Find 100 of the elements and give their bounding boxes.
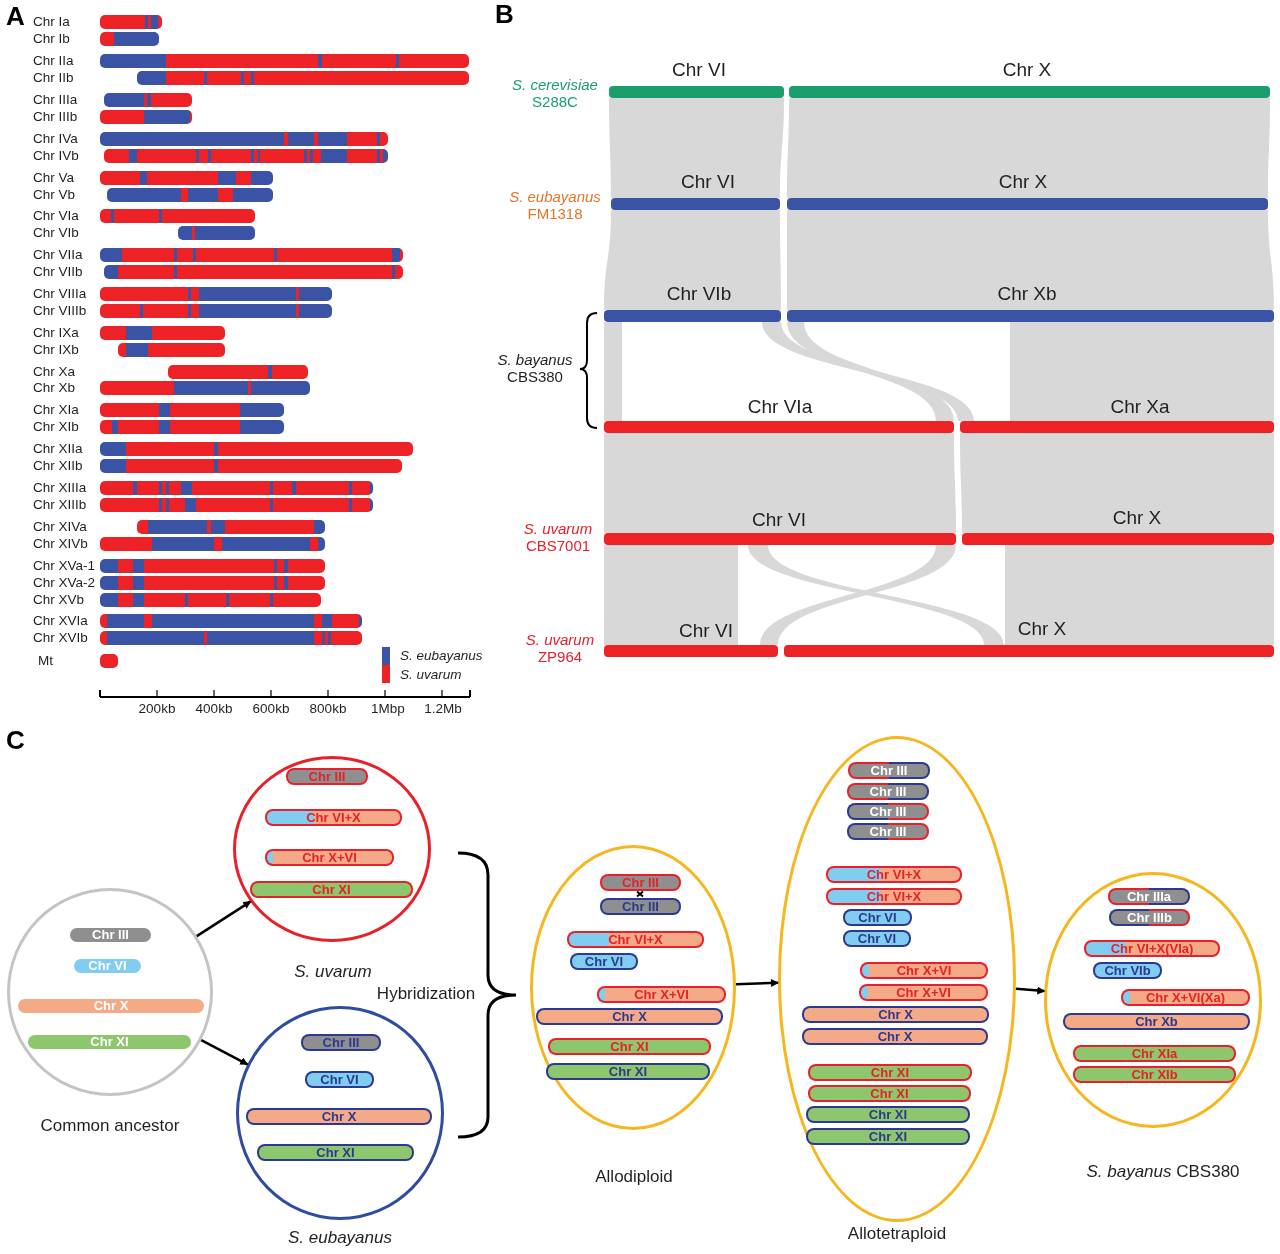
chromosome-label: Chr VI	[681, 171, 735, 193]
chromosome-bar: Chr XI	[806, 1127, 970, 1145]
chromosome-label: Chr VIIb	[33, 264, 83, 280]
chromosome-bar: Chr Xb	[1063, 1012, 1250, 1030]
tick-label: 1.2Mb	[424, 701, 462, 717]
cell-outline	[778, 736, 1016, 1222]
node-label: S. eubayanus	[288, 1228, 392, 1248]
chromosome-label: Chr Vb	[33, 187, 76, 203]
chromosome-bar: Chr III	[301, 1033, 381, 1051]
chromosome-label: Chr Xa	[33, 364, 76, 380]
chromosome-label: Chr X	[1017, 618, 1067, 640]
chromosome-label: Chr XIVb	[33, 536, 88, 552]
chromosome-bar: Chr III	[847, 802, 929, 820]
chromosome-bar: Chr X	[802, 1027, 988, 1045]
chromosome-bar: Chr X+VI	[860, 961, 988, 979]
chromosome-label: Chr VIa	[33, 208, 79, 224]
chromosome-label: Chr XIIa	[33, 441, 83, 457]
species-label: S. eubayanus FM1318	[508, 188, 602, 222]
chromosome-label: Chr IIa	[33, 53, 74, 69]
chromosome-label: Chr IVa	[33, 131, 78, 147]
chromosome-bar: Chr III	[847, 782, 929, 800]
chromosome-label: Chr Xa	[1110, 396, 1170, 418]
chromosome-label: Chr XIIIb	[33, 497, 87, 513]
chromosome-bar: Chr XI	[808, 1063, 972, 1081]
tick-label: 600kb	[252, 701, 290, 717]
chromosome-bar: Chr XI	[808, 1084, 971, 1102]
chromosome-bar: Chr VIb	[1093, 961, 1162, 979]
node-label: Common ancestor	[40, 1116, 180, 1136]
chromosome-label: Chr IVb	[33, 148, 79, 164]
panel-letter: A	[6, 1, 25, 31]
cell-outline	[530, 845, 736, 1130]
chromosome-bar: Chr IIIa	[1108, 887, 1190, 905]
node-label: Allotetraploid	[847, 1224, 947, 1244]
tick-label: 1Mbp	[371, 701, 405, 717]
chromosome-label: Chr XIIIa	[33, 480, 87, 496]
chromosome-label: Chr IIIb	[33, 109, 78, 125]
chromosome-bar: Chr XI	[250, 880, 413, 898]
chromosome-label: Chr Xb	[997, 283, 1057, 305]
chromosome-label: Chr Xb	[33, 380, 76, 396]
chromosome-bar: Chr VI	[570, 952, 638, 970]
chromosome-label: Chr XVb	[33, 592, 85, 608]
chromosome-bar: Chr X+VI	[597, 985, 726, 1003]
arrow	[196, 900, 252, 938]
panel-letter: B	[495, 0, 514, 29]
species-label: S. uvarum CBS7001	[522, 520, 594, 554]
process-label: Hybridization	[376, 984, 476, 1004]
chromosome-bar: Chr X+VI(Xa)	[1121, 988, 1250, 1006]
tick-label: 200kb	[138, 701, 176, 717]
species-label: S. cerevisiae S288C	[511, 76, 599, 110]
chromosome-bar: Chr X	[536, 1007, 723, 1025]
arrow	[200, 1039, 249, 1066]
chromosome-bar: Chr XI	[806, 1105, 970, 1123]
cell-outline	[7, 888, 213, 1096]
chromosome-label: Chr X	[1112, 507, 1162, 529]
chromosome-label: Chr XIa	[33, 402, 79, 418]
chromosome-bar: Chr VI	[305, 1070, 374, 1088]
chromosome-label: Chr X	[1002, 59, 1052, 81]
chromosome-label: Chr VIb	[33, 225, 79, 241]
node-label: S. uvarum	[294, 962, 372, 982]
panel-letter: C	[6, 725, 25, 755]
tick-label: 800kb	[309, 701, 347, 717]
chromosome-bar: Chr X	[802, 1005, 989, 1023]
chromosome-label: Chr VIa	[747, 396, 813, 418]
chromosome-bar: Chr VI	[74, 959, 141, 973]
chromosome-bar: Chr III	[286, 767, 368, 785]
legend-label: S. eubayanus	[400, 648, 483, 664]
chromosome-label: Mt	[38, 653, 53, 669]
chromosome-label: Chr IIIa	[33, 92, 78, 108]
chromosome-label: Chr X	[998, 171, 1048, 193]
chromosome-bar: Chr X	[18, 999, 204, 1013]
chromosome-label: Chr IXb	[33, 342, 79, 358]
species-label: S. uvarum ZP964	[524, 631, 596, 665]
chromosome-label: Chr XIb	[33, 419, 79, 435]
chromosome-bar: Chr III	[70, 928, 151, 942]
chromosome-label: Chr XVa-1	[33, 558, 96, 574]
chromosome-bar: Chr IIIb	[1109, 908, 1190, 926]
node-label: Allodiploid	[595, 1167, 673, 1187]
chromosome-label: Chr VIIIb	[33, 303, 87, 319]
chromosome-label: Chr Ia	[33, 14, 70, 30]
chromosome-label: Chr IXa	[33, 325, 79, 341]
chromosome-bar: Chr X+VI	[265, 848, 394, 866]
chromosome-label: Chr XVIb	[33, 630, 88, 646]
chromosome-label: Chr VIIIa	[33, 286, 87, 302]
chromosome-label: Chr Va	[33, 170, 74, 186]
chromosome-label: Chr VIb	[666, 283, 732, 305]
chromosome-bar: Chr XI	[546, 1062, 710, 1080]
chromosome-label: Chr VI	[679, 620, 733, 642]
chromosome-bar: Chr III	[600, 873, 681, 891]
chromosome-label: Chr VI	[672, 59, 726, 81]
chromosome-bar: Chr XI	[28, 1035, 191, 1049]
chromosome-bar: Chr XIb	[1073, 1065, 1236, 1083]
arrow	[735, 979, 779, 988]
chromosome-bar: Chr III	[848, 761, 930, 779]
chromosome-label: Chr XVa-2	[33, 575, 96, 591]
chromosome-label: Chr XVIa	[33, 613, 88, 629]
cell-outline	[1044, 872, 1262, 1128]
node-label: S. bayanus CBS380	[1086, 1162, 1240, 1182]
chromosome-label: Chr XIVa	[33, 519, 87, 535]
chromosome-bar: Chr VI	[843, 908, 912, 926]
cell-outline	[233, 756, 431, 942]
